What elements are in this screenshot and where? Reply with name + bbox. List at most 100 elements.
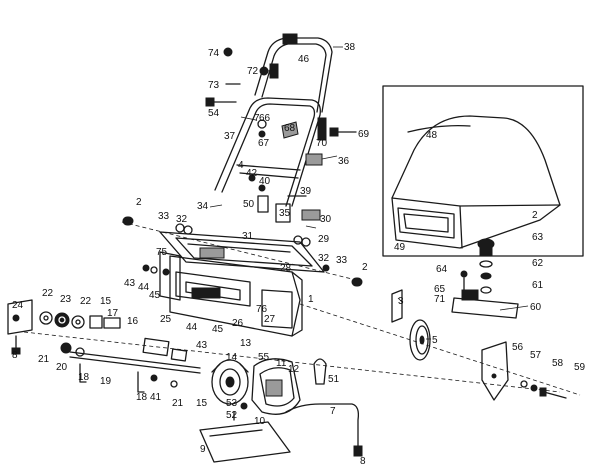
height-levers [122,216,363,287]
tine-shaft [60,337,201,393]
callout-36: 36 [338,156,350,167]
callout-29: 29 [318,234,330,245]
callout-32-right: 32 [318,253,330,264]
callout-11: 11 [276,358,287,369]
callout-39: 39 [300,186,312,197]
callout-19: 19 [100,376,112,387]
callout-16: 16 [127,316,139,327]
callout-59: 59 [574,362,586,373]
callout-8-lower: 8 [360,456,366,467]
callout-61: 61 [532,280,544,291]
callout-66: 66 [259,113,271,124]
adjustment-plate [451,270,519,319]
motor [233,358,301,421]
callout-35: 35 [279,208,291,219]
callout-73: 73 [208,80,220,91]
callout-21-left: 21 [38,354,50,365]
callout-49: 49 [394,242,406,253]
callout-13: 13 [240,338,252,349]
callout-55: 55 [258,352,270,363]
handle-crossbar [236,153,323,179]
rear-flap [481,341,509,401]
callout-44-upper: 44 [138,282,150,293]
callout-48: 48 [426,130,438,141]
callout-72: 72 [247,66,259,77]
grass-bag-box [382,85,584,257]
callout-22-left: 22 [42,288,54,299]
callout-18-left: 18 [78,372,90,383]
callout-43-lower: 43 [196,340,208,351]
deck-top-plate [159,231,325,273]
callout-2-bag: 2 [532,210,538,221]
callout-25: 25 [160,314,172,325]
callout-63: 63 [532,232,544,243]
callout-5: 5 [432,335,438,346]
callout-12: 12 [288,364,300,375]
lower-handle [214,97,321,207]
callout-53: 53 [226,398,238,409]
callout-1: 1 [308,294,314,305]
callout-24: 24 [12,300,24,311]
callout-38: 38 [344,42,356,53]
callout-14: 14 [226,352,238,363]
callout-23: 23 [60,294,72,305]
leader-lines [209,46,529,340]
callout-51: 51 [328,374,340,385]
callout-30: 30 [320,214,332,225]
callout-4: 4 [238,160,244,171]
callout-42: 42 [246,168,258,179]
callout-45-lower: 45 [212,324,224,335]
callout-70: 70 [316,138,328,149]
callout-40: 40 [259,176,271,187]
bearings-and-washers [39,311,121,329]
callout-18-right: 18 [136,392,148,403]
side-plate [313,289,403,385]
callout-43-upper: 43 [124,278,136,289]
callout-57: 57 [530,350,542,361]
callout-46: 46 [298,54,310,65]
callout-75: 75 [156,247,168,258]
callout-45-upper: 45 [149,290,161,301]
callout-labels: 74 38 72 46 73 54 7 66 68 67 70 69 37 36… [12,42,586,467]
callout-74: 74 [208,48,220,59]
adjustment-knob [477,238,495,294]
callout-22-mid: 22 [80,296,92,307]
callout-54: 54 [208,108,220,119]
callout-71: 71 [434,294,446,305]
callout-67: 67 [258,138,270,149]
callout-27: 27 [264,314,276,325]
callout-20: 20 [56,362,68,373]
cable-and-clip [285,403,363,457]
callout-34: 34 [197,201,209,212]
callout-52: 52 [226,410,238,421]
callout-8-left: 8 [12,350,18,361]
callout-65: 65 [434,284,446,295]
callout-2-right: 2 [362,262,368,273]
upper-handle [254,33,333,113]
drive-pulley [211,359,249,405]
callout-62: 62 [532,258,544,269]
callout-31: 31 [242,231,254,242]
callout-69: 69 [358,129,370,140]
callout-15-upper: 15 [100,296,112,307]
callout-44-lower: 44 [186,322,198,333]
callout-33-left: 33 [158,211,170,222]
callout-15-lower: 15 [196,398,208,409]
callout-56: 56 [512,342,524,353]
deck-housing [169,255,303,337]
callout-3: 3 [398,296,404,307]
deck-front-bracket [159,251,181,301]
callout-2-top: 2 [136,197,142,208]
callout-17: 17 [107,308,119,319]
callout-10: 10 [254,416,266,427]
callout-9: 9 [200,444,206,455]
callout-41: 41 [150,392,162,403]
callout-68: 68 [284,123,296,134]
left-bracket [7,299,33,355]
callout-33-right: 33 [336,255,348,266]
callout-28: 28 [280,263,292,274]
callout-76: 76 [256,304,268,315]
grass-bag [391,115,561,249]
callout-58: 58 [552,358,564,369]
callout-7-lower: 7 [330,406,336,417]
